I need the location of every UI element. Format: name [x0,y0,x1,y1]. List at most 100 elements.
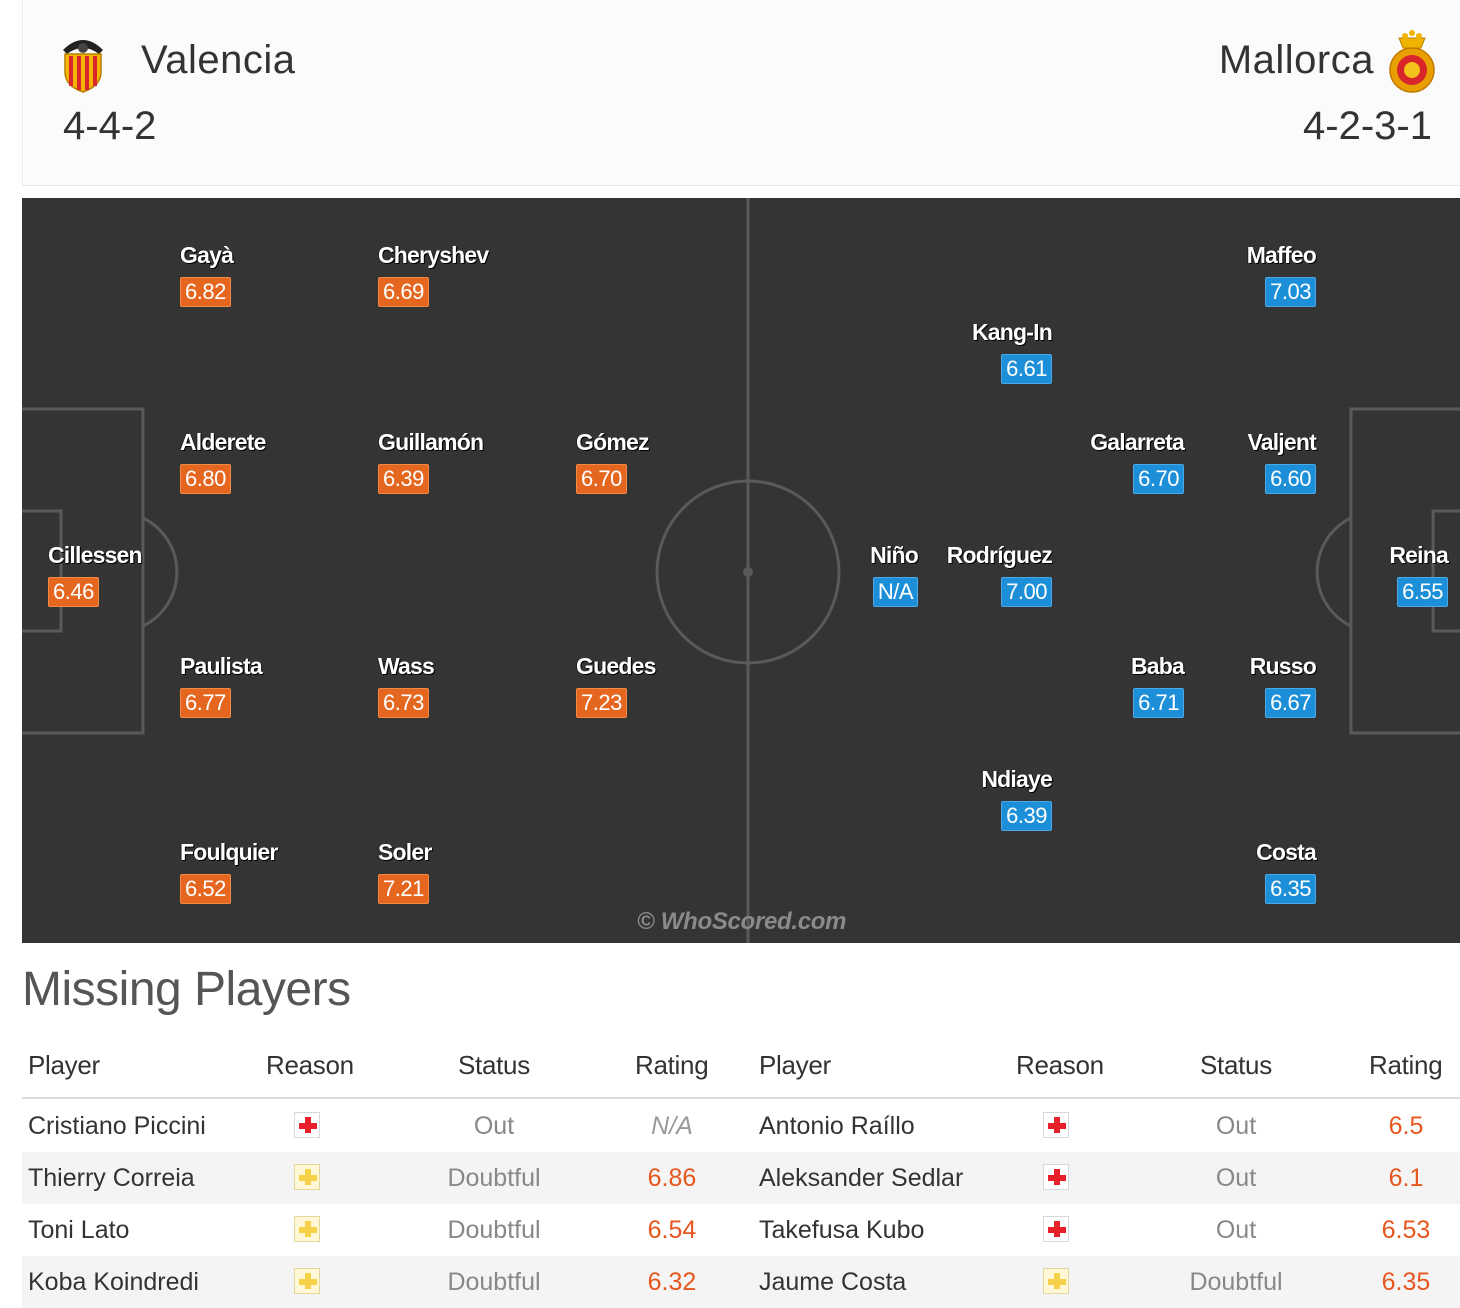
home-player-cheryshev[interactable]: Cheryshev 6.69 [378,242,518,307]
home-player-gomez[interactable]: Gómez 6.70 [576,429,716,494]
away-player-galarreta[interactable]: Galarreta 6.70 [1044,429,1185,494]
injury-icon [1043,1164,1069,1190]
injury-icon [1043,1112,1069,1138]
table-row: Cristiano Piccini Out N/A Antonio Raíllo… [22,1100,1460,1152]
away-player-valjent[interactable]: Valjent 6.60 [1176,429,1317,494]
away-team-name[interactable]: Mallorca [1218,38,1374,82]
home-player-wass[interactable]: Wass 6.73 [378,653,518,718]
missing-player-name[interactable]: Jaume Costa [759,1268,907,1296]
missing-status: Doubtful [447,1268,541,1296]
player-name: Maffeo [1246,242,1317,268]
home-player-guedes[interactable]: Guedes 7.23 [576,653,716,718]
header-player-home: Player [28,1050,100,1080]
match-header: Valencia 4-4-2 Mallorca 4-2-3-1 [22,0,1460,186]
watermark: © WhoScored.com [637,908,847,935]
player-rating: 6.70 [1133,464,1184,494]
missing-rating: 6.86 [647,1164,697,1192]
header-player-away: Player [759,1050,831,1080]
player-name: Alderete [180,429,266,455]
away-player-reina[interactable]: Reina 6.55 [1308,542,1449,607]
player-rating: 6.80 [180,464,231,494]
player-rating: 6.52 [180,874,231,904]
away-player-russo[interactable]: Russo 6.67 [1176,653,1317,718]
header-status-home: Status [458,1050,530,1080]
home-player-foulquier[interactable]: Foulquier 6.52 [180,839,320,904]
home-player-soler[interactable]: Soler 7.21 [378,839,518,904]
home-player-cillessen[interactable]: Cillessen 6.46 [48,542,188,607]
table-row: Toni Lato Doubtful 6.54 Takefusa Kubo Ou… [22,1204,1460,1256]
doubtful-icon [294,1164,320,1190]
player-name: Gayà [180,242,234,268]
player-name: Rodríguez [946,542,1053,568]
player-name: Guillamón [378,429,484,455]
player-rating: 6.46 [48,577,99,607]
table-divider [22,1097,1460,1099]
missing-player-name[interactable]: Takefusa Kubo [759,1216,925,1244]
player-name: Guedes [576,653,656,679]
player-name: Costa [1256,839,1317,865]
player-rating: 6.70 [576,464,627,494]
player-rating: 7.23 [576,688,627,718]
player-name: Ndiaye [981,766,1052,792]
away-player-costa[interactable]: Costa 6.35 [1176,839,1317,904]
player-name: Baba [1130,653,1185,679]
missing-rating: 6.54 [647,1216,697,1244]
player-name: Niño [870,542,919,568]
missing-player-name[interactable]: Toni Lato [28,1216,130,1244]
player-rating: 6.39 [1001,801,1052,831]
missing-player-name[interactable]: Antonio Raíllo [759,1112,915,1140]
away-player-nino[interactable]: Niño N/A [778,542,919,607]
player-rating: 6.77 [180,688,231,718]
away-player-baba[interactable]: Baba 6.71 [1044,653,1185,718]
player-name: Foulquier [180,839,278,865]
home-player-gaya[interactable]: Gayà 6.82 [180,242,320,307]
away-player-rodriguez[interactable]: Rodríguez 7.00 [912,542,1053,607]
player-rating: 6.82 [180,277,231,307]
home-player-guillamon[interactable]: Guillamón 6.39 [378,429,518,494]
missing-player-name[interactable]: Cristiano Piccini [28,1112,206,1140]
away-player-kang-in[interactable]: Kang-In 6.61 [912,319,1053,384]
valencia-crest-icon [63,40,103,93]
player-rating: 6.39 [378,464,429,494]
injury-icon [294,1112,320,1138]
player-name: Soler [378,839,432,865]
player-rating: 6.61 [1001,354,1052,384]
player-name: Russo [1249,653,1317,679]
missing-status: Out [1215,1164,1257,1192]
missing-player-name[interactable]: Koba Koindredi [28,1268,199,1296]
player-rating: 6.69 [378,277,429,307]
missing-rating: 6.32 [647,1268,697,1296]
missing-player-name[interactable]: Thierry Correia [28,1164,195,1192]
player-name: Valjent [1247,429,1316,455]
player-rating: 6.73 [378,688,429,718]
away-formation: 4-2-3-1 [1303,104,1432,148]
missing-player-name[interactable]: Aleksander Sedlar [759,1164,964,1192]
player-rating: 6.67 [1265,688,1316,718]
missing-players-title: Missing Players [22,963,351,1016]
player-name: Galarreta [1090,429,1185,455]
player-name: Cheryshev [378,242,489,268]
away-player-maffeo[interactable]: Maffeo 7.03 [1176,242,1317,307]
missing-status: Doubtful [447,1216,541,1244]
player-rating: 6.71 [1133,688,1184,718]
player-rating: 7.21 [378,874,429,904]
missing-rating: 6.53 [1381,1216,1431,1244]
missing-status: Out [1215,1216,1257,1244]
missing-status: Doubtful [1189,1268,1283,1296]
player-rating: 6.60 [1265,464,1316,494]
table-row: Koba Koindredi Doubtful 6.32 Jaume Costa… [22,1256,1460,1308]
doubtful-icon [294,1268,320,1294]
home-team-name[interactable]: Valencia [141,38,296,82]
player-rating: 7.03 [1265,277,1316,307]
home-player-alderete[interactable]: Alderete 6.80 [180,429,320,494]
doubtful-icon [294,1216,320,1242]
doubtful-icon [1043,1268,1069,1294]
home-formation: 4-4-2 [63,104,157,148]
home-player-paulista[interactable]: Paulista 6.77 [180,653,320,718]
player-rating: N/A [872,577,918,607]
table-row: Thierry Correia Doubtful 6.86 Aleksander… [22,1152,1460,1204]
header-status-away: Status [1200,1050,1272,1080]
header-reason-home: Reason [266,1050,354,1080]
mallorca-crest-icon [1389,30,1435,93]
away-player-ndiaye[interactable]: Ndiaye 6.39 [912,766,1053,831]
